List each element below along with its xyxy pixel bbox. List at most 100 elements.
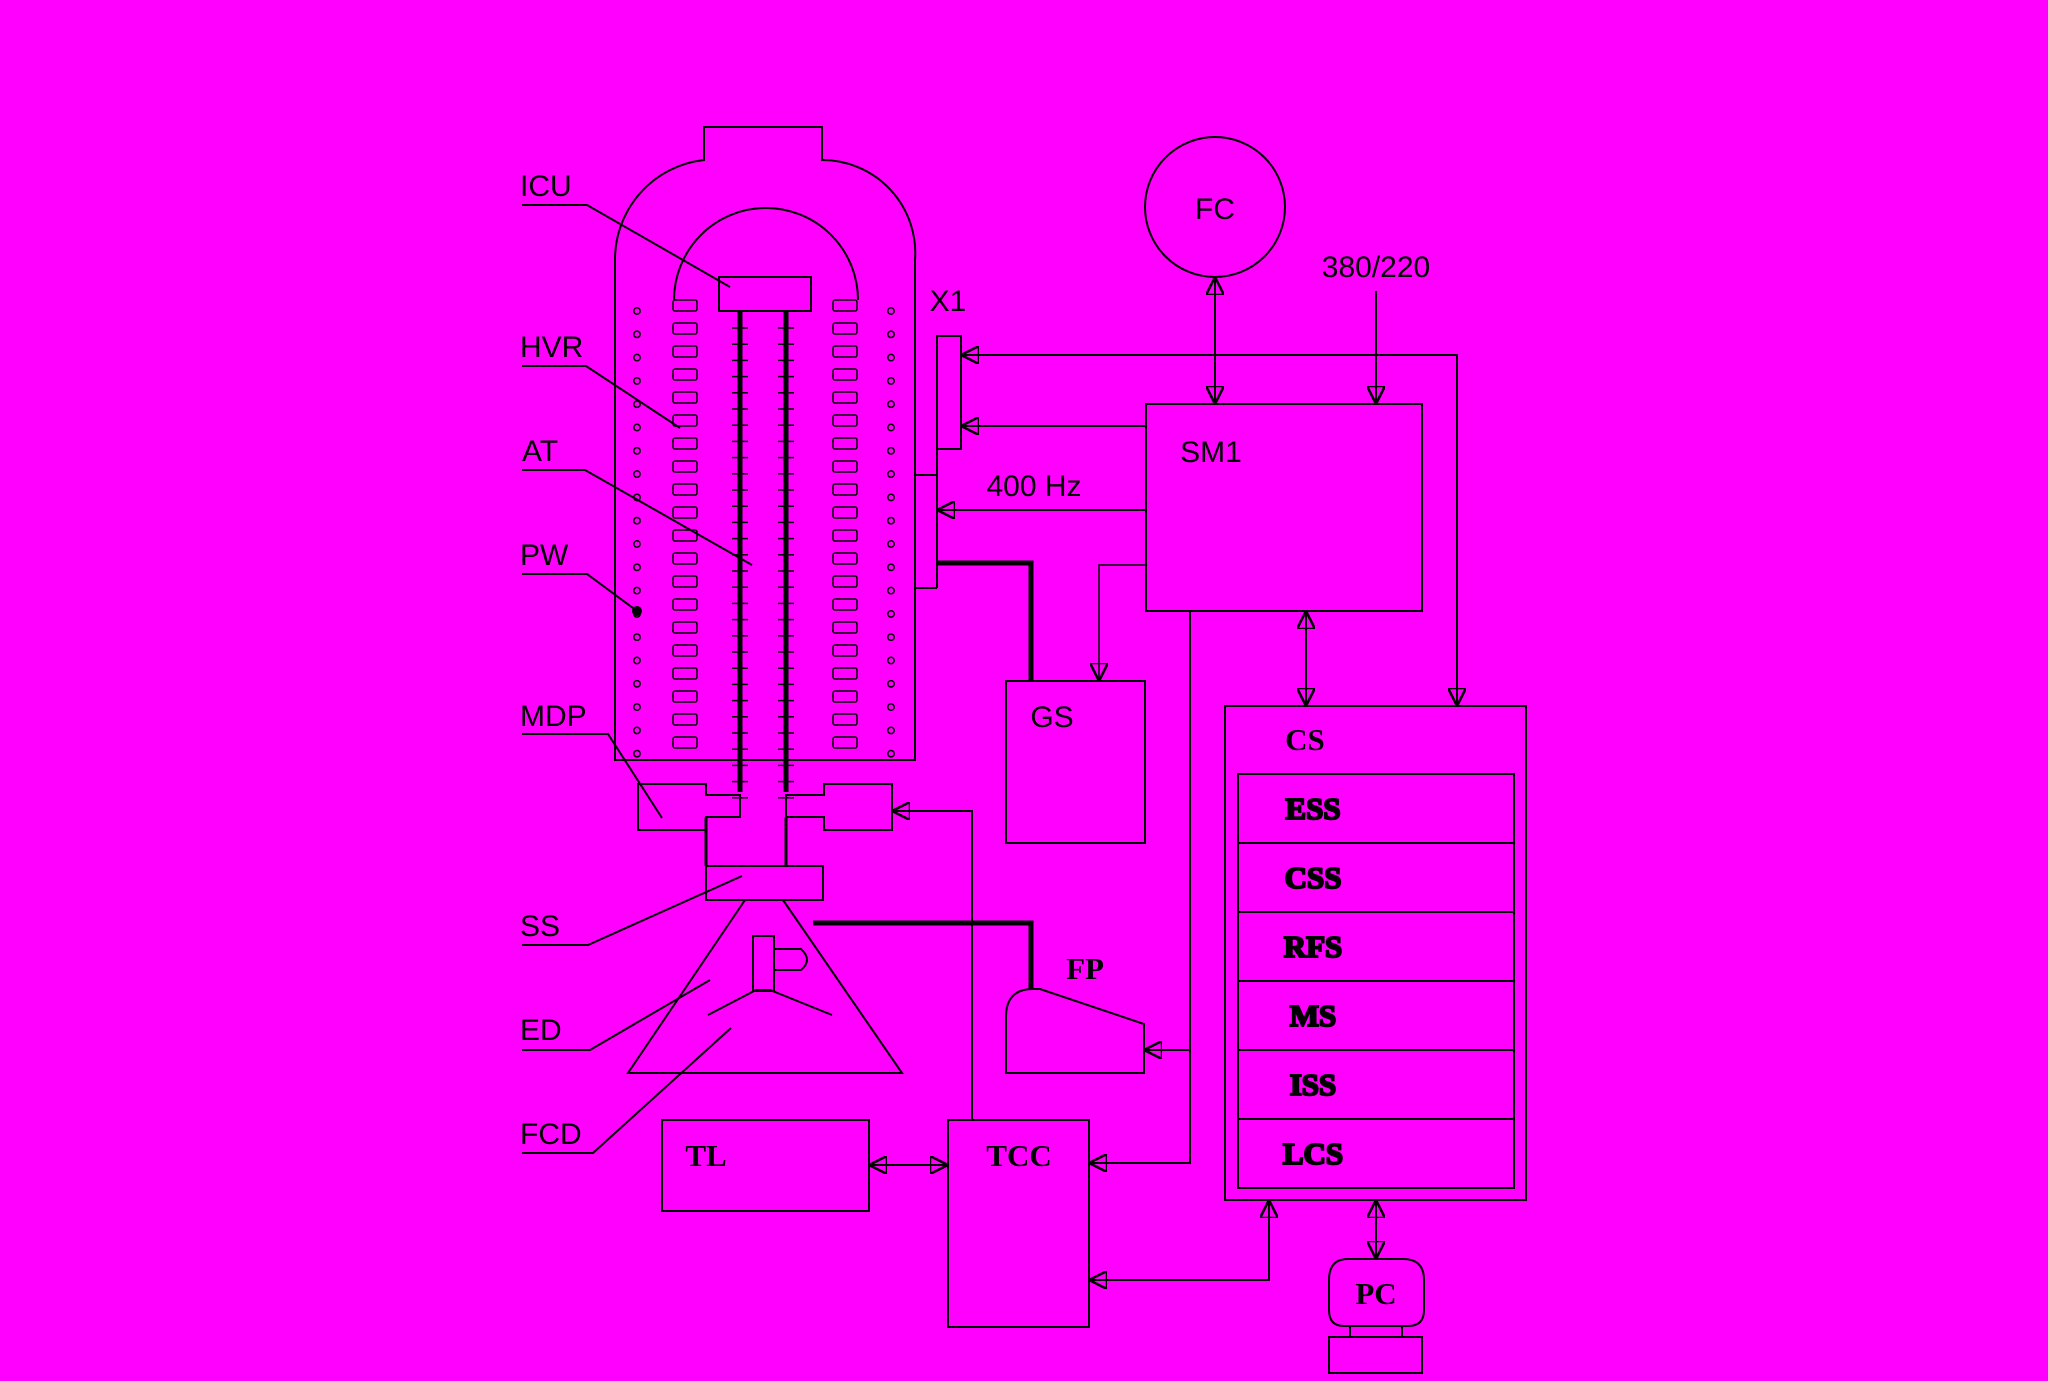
hvr-rectifier-element [672,552,698,565]
pw-ring [633,563,641,572]
sm1-tcc-link [1089,1050,1191,1163]
label-ss: SS [520,910,560,943]
mdp-left-block [637,783,741,831]
cs-subsystem-label: ESS [1285,791,1340,826]
hvr-rectifier-element [832,621,858,634]
pw-ring [633,376,641,385]
hvr-rectifier-element [672,368,698,381]
hvr-rectifier-element [832,368,858,381]
ss-leader [522,875,743,946]
pw-ring [633,656,641,665]
cs-subsystem-box [1237,1118,1515,1189]
pw-ring [887,609,895,618]
hvr-rectifier-element [832,299,858,312]
sm1-cs-top-bus [961,355,1457,706]
pw-ring [633,330,641,339]
hvr-rectifier-element [672,345,698,358]
tcc-mdp-link [892,811,973,1120]
hvr-rectifier-element [672,391,698,404]
hvr-rectifier-element [672,299,698,312]
cs-tcc-link [1089,1200,1269,1280]
cs-subsystem-box [1237,911,1515,982]
label-pc: PC [1355,1276,1396,1311]
cs-subsystem-label: MS [1290,998,1337,1033]
label-mdp: MDP [520,700,587,733]
tube-electrode-ticks [732,327,794,799]
pw-ring [633,470,641,479]
pw-ring [887,353,895,362]
hvr-rectifier-element [672,506,698,519]
pw-ring [887,656,895,665]
mdp-right-block [785,783,893,831]
label-hvr: HVR [520,331,583,364]
pw-ring [633,446,641,455]
cs-subsystem-label: ISS [1290,1067,1337,1102]
label-at: AT [522,435,558,468]
pc-block [1328,1258,1425,1327]
hvr-rectifier-element [672,713,698,726]
pw-leader [522,573,638,612]
cs-subsystem-label: CSS [1285,860,1342,895]
inner-shield-arc [673,207,859,301]
cs-subsystem-label: RFS [1284,929,1343,964]
pw-ring [633,586,641,595]
pw-ring [887,330,895,339]
hvr-rectifier-element [832,529,858,542]
hvr-rectifier-element [672,437,698,450]
fp-block [1005,988,1145,1074]
hvr-rectifier-element [672,575,698,588]
hvr-rectifier-element [672,644,698,657]
hvr-rectifier-element [832,690,858,703]
hvr-rectifier-element [832,414,858,427]
pw-ring [887,376,895,385]
pw-ring [887,703,895,712]
ed-deflector [707,989,833,1016]
hvr-rectifier-element [672,414,698,427]
pw-ring [633,516,641,525]
sm1-fp-link [1144,611,1191,1050]
pw-ring [633,540,641,548]
hvr-rectifier-element [672,483,698,496]
pw-ring [633,307,641,315]
icu-leader [522,204,731,288]
pc-base-neck [1349,1325,1403,1338]
ed-nozzle [774,948,808,971]
label-sm1: SM1 [1180,436,1242,469]
ss-fp-thick-line [813,920,1034,989]
pw-ring [887,516,895,525]
pw-ring [633,749,641,758]
hvr-rectifier-element [832,460,858,473]
pw-ring [633,679,641,688]
label-mains: 380/220 [1322,251,1430,284]
hvr-rectifier-element [832,345,858,358]
hvr-rectifier-element [832,736,858,749]
hvr-rectifier-element [672,621,698,634]
label-fp: FP [1066,951,1104,986]
hvr-rectifier-element [672,736,698,749]
hvr-rectifier-element [672,667,698,680]
hvr-rectifier-element [832,713,858,726]
label-tcc: TCC [986,1138,1051,1173]
hvr-rectifier-element [832,506,858,519]
label-fcd: FCD [520,1118,582,1151]
cs-subsystem-box [1237,773,1515,844]
hvr-rectifier-element [832,667,858,680]
hvr-rectifier-stack-left [672,299,698,749]
pw-ring [887,493,895,502]
label-pw: PW [520,539,569,572]
pw-ring [887,423,895,432]
pw-ring [633,423,641,432]
label-fc: FC [1195,193,1235,226]
hvr-rectifier-element [832,552,858,565]
hvr-rectifier-element [832,322,858,335]
pw-ring-column-right [887,307,895,758]
label-icu: ICU [520,170,572,203]
pw-ring [887,749,895,758]
cs-subsystem-box [1237,980,1515,1051]
pw-ring [887,540,895,548]
label-cs: CS [1285,722,1325,757]
icu-block [718,276,812,312]
pw-ring [633,400,641,409]
hvr-rectifier-element [672,322,698,335]
